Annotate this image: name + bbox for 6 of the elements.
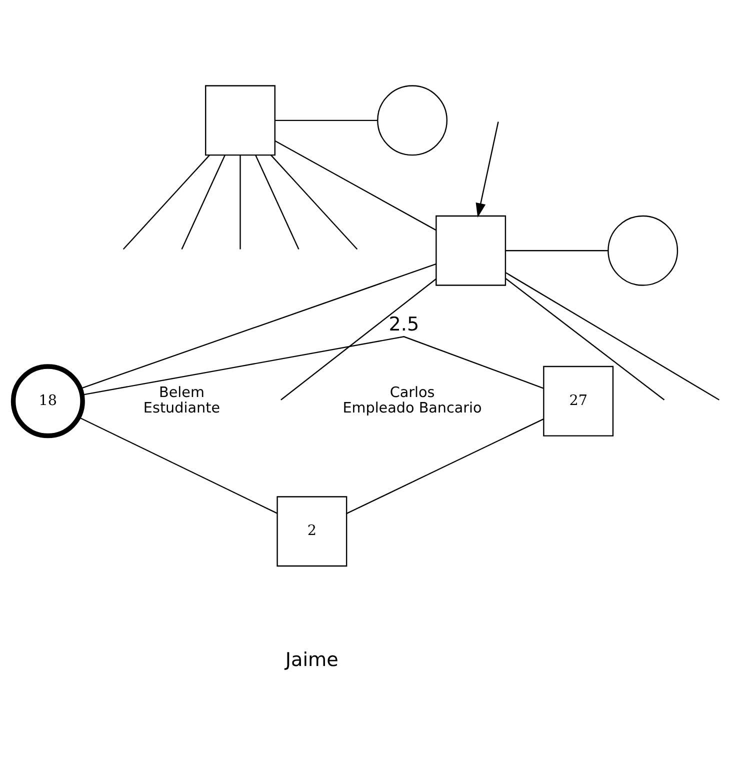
node-label: Estudiante [143, 400, 220, 417]
node-label: Carlos [390, 385, 435, 402]
node-label: Empleado Bancario [342, 400, 482, 417]
node-label: Belem [159, 385, 204, 402]
label: Jaime [285, 648, 338, 672]
edge-label: 2.5 [388, 312, 420, 336]
